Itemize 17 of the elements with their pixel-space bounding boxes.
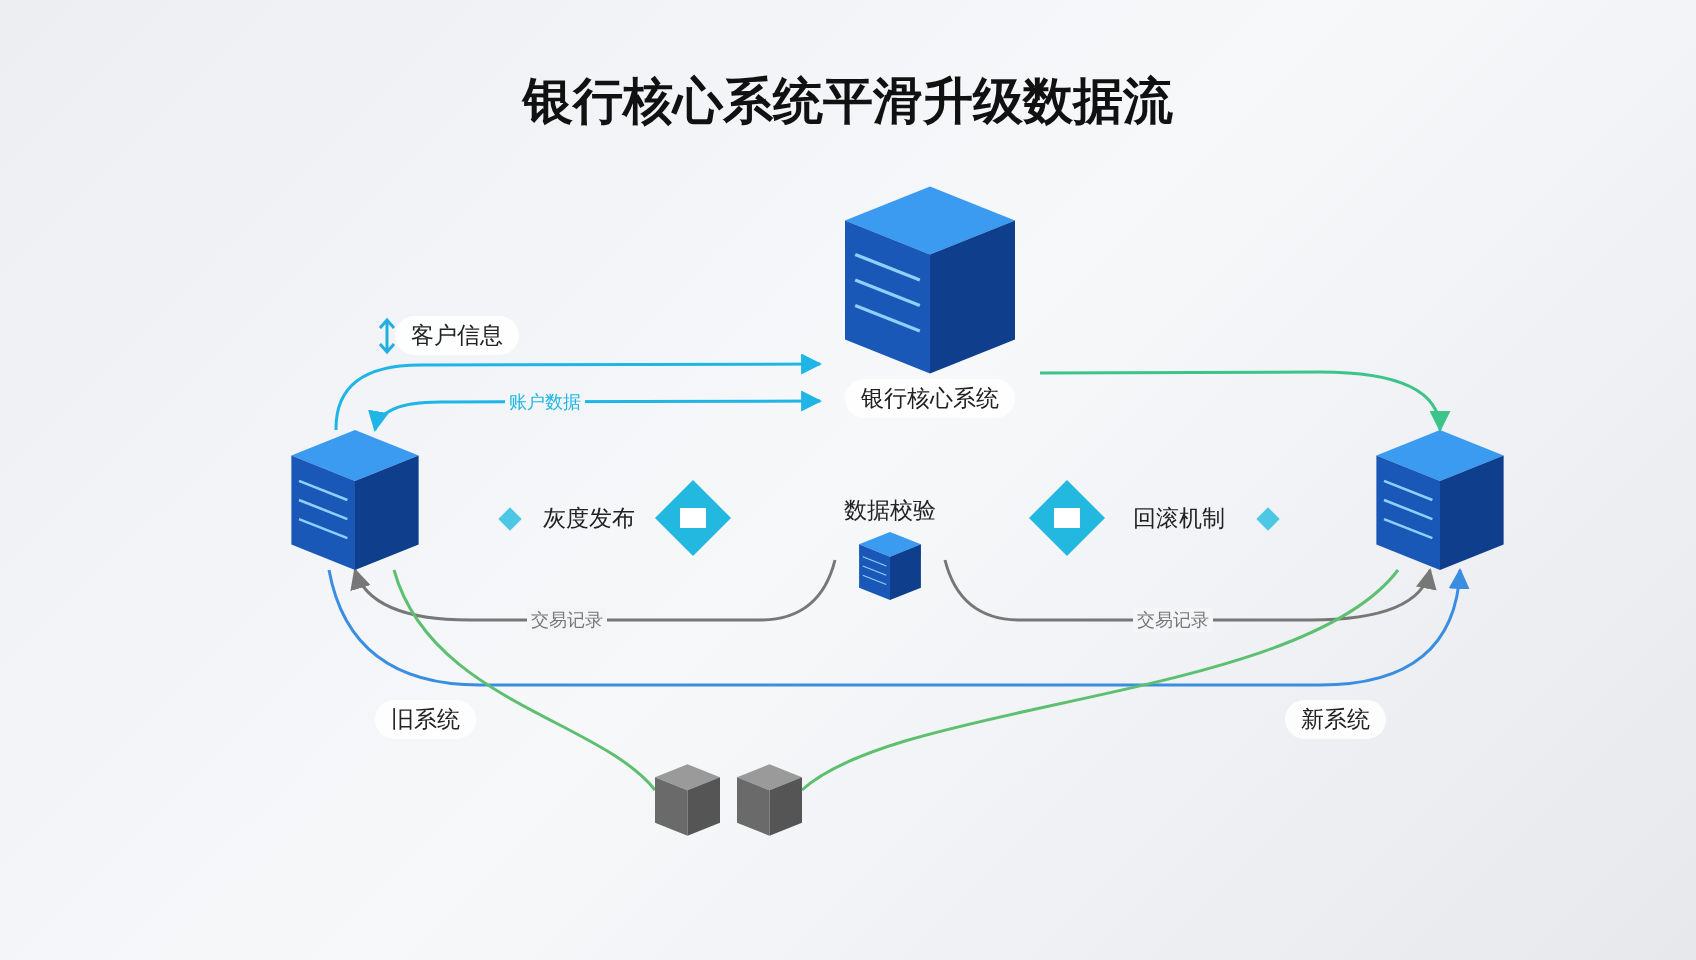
- arrow: [327, 567, 1469, 687]
- feature-label: 回滚机制: [1133, 504, 1225, 533]
- server-drawing: [290, 430, 420, 570]
- arrow: [334, 353, 823, 431]
- title: 银行核心系统平滑升级数据流: [520, 71, 1174, 132]
- node-label: 数据校验: [844, 496, 936, 525]
- system-label: 新系统: [1285, 700, 1386, 739]
- arrow: [1040, 370, 1449, 433]
- info-tag: 客户信息: [395, 316, 519, 355]
- edge-label: 交易记录: [1133, 608, 1213, 632]
- edge-label: 交易记录: [527, 608, 607, 632]
- connector-line: [801, 568, 1400, 792]
- node-label: 银行核心系统: [845, 379, 1015, 418]
- system-label: 旧系统: [375, 700, 476, 739]
- feature-label: 灰度发布: [543, 504, 635, 533]
- edge-label: 账户数据: [505, 390, 585, 414]
- connector-line: [392, 569, 657, 792]
